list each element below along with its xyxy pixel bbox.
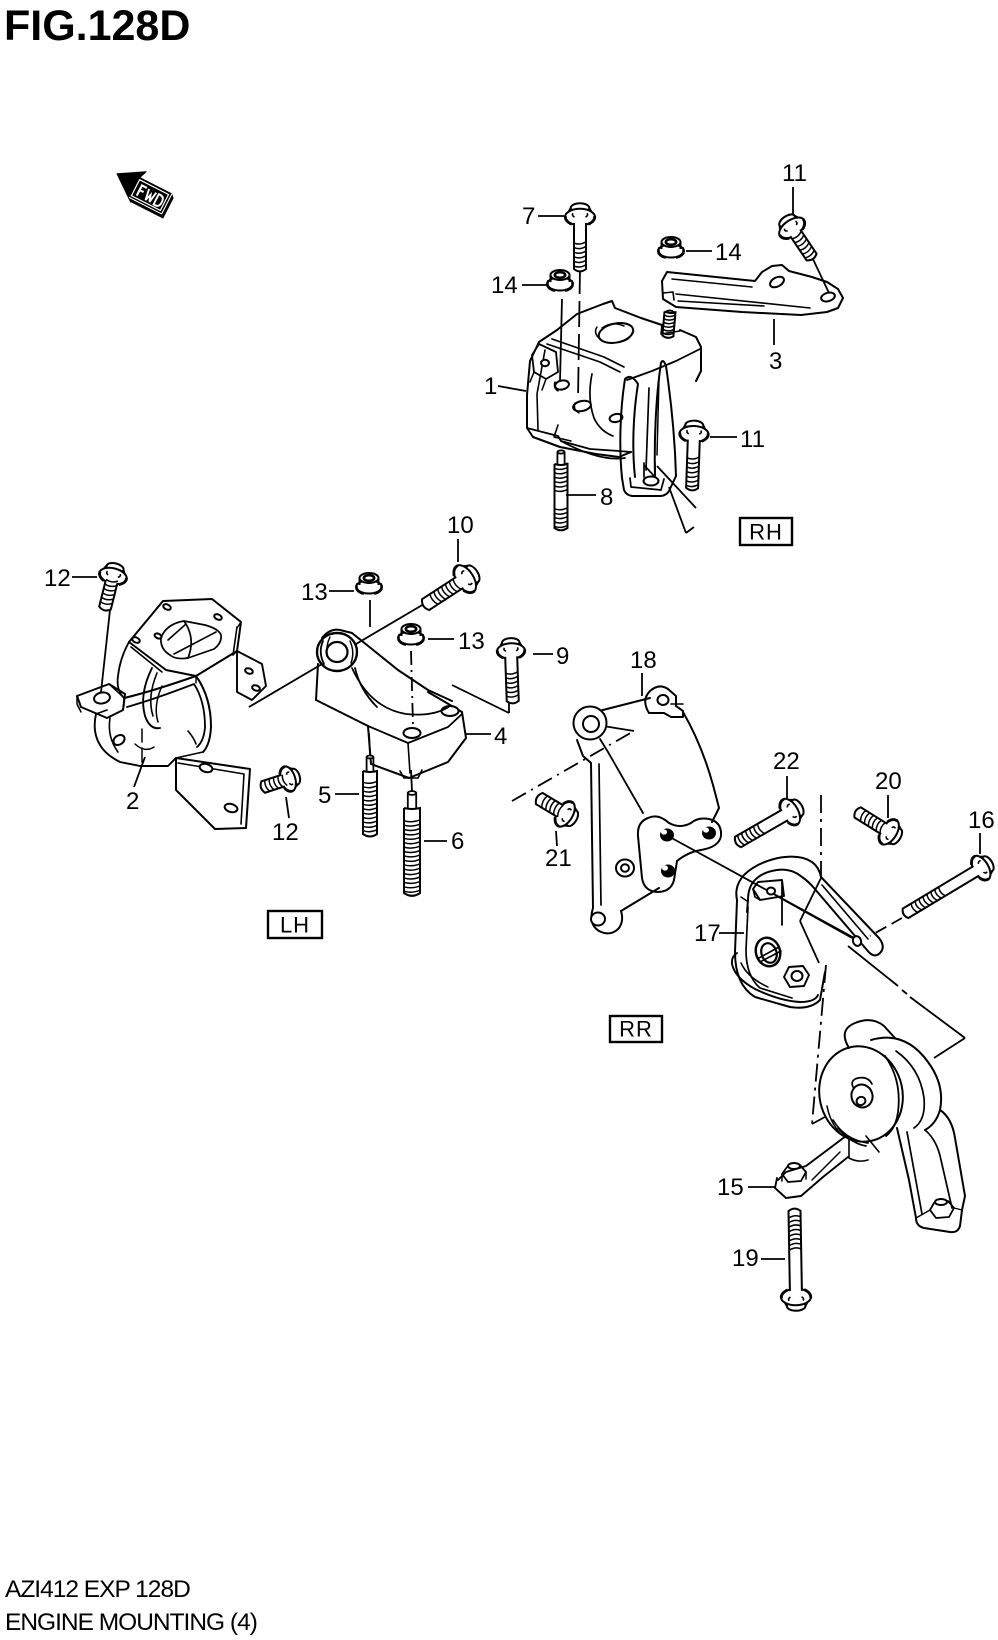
svg-text:6: 6 bbox=[451, 828, 464, 855]
svg-text:RH: RH bbox=[749, 520, 783, 545]
svg-text:20: 20 bbox=[875, 768, 902, 795]
svg-text:14: 14 bbox=[491, 272, 518, 299]
svg-text:3: 3 bbox=[769, 348, 782, 375]
svg-text:14: 14 bbox=[715, 239, 742, 266]
svg-text:FIG.128D: FIG.128D bbox=[4, 2, 190, 50]
svg-text:16: 16 bbox=[968, 807, 995, 834]
svg-text:4: 4 bbox=[494, 723, 507, 750]
svg-text:12: 12 bbox=[44, 565, 71, 592]
svg-text:11: 11 bbox=[740, 426, 765, 453]
svg-text:1: 1 bbox=[484, 373, 497, 400]
svg-text:19: 19 bbox=[732, 1245, 759, 1272]
svg-text:11: 11 bbox=[782, 160, 807, 187]
svg-text:RR: RR bbox=[619, 1017, 653, 1042]
svg-text:5: 5 bbox=[318, 782, 331, 809]
svg-text:13: 13 bbox=[458, 628, 485, 655]
svg-text:18: 18 bbox=[630, 647, 657, 674]
svg-text:12: 12 bbox=[272, 819, 299, 846]
svg-text:17: 17 bbox=[694, 920, 721, 947]
svg-text:AZI412 EXP 128D: AZI412 EXP 128D bbox=[5, 1576, 190, 1603]
svg-text:13: 13 bbox=[301, 579, 328, 606]
svg-text:7: 7 bbox=[522, 203, 535, 230]
svg-text:15: 15 bbox=[717, 1174, 744, 1201]
svg-text:8: 8 bbox=[600, 484, 613, 511]
svg-text:21: 21 bbox=[545, 845, 572, 872]
svg-text:22: 22 bbox=[773, 748, 800, 775]
svg-text:2: 2 bbox=[126, 788, 139, 815]
svg-text:9: 9 bbox=[556, 643, 569, 670]
svg-text:ENGINE MOUNTING (4): ENGINE MOUNTING (4) bbox=[5, 1609, 257, 1636]
svg-text:LH: LH bbox=[280, 913, 310, 938]
svg-text:10: 10 bbox=[447, 512, 474, 539]
